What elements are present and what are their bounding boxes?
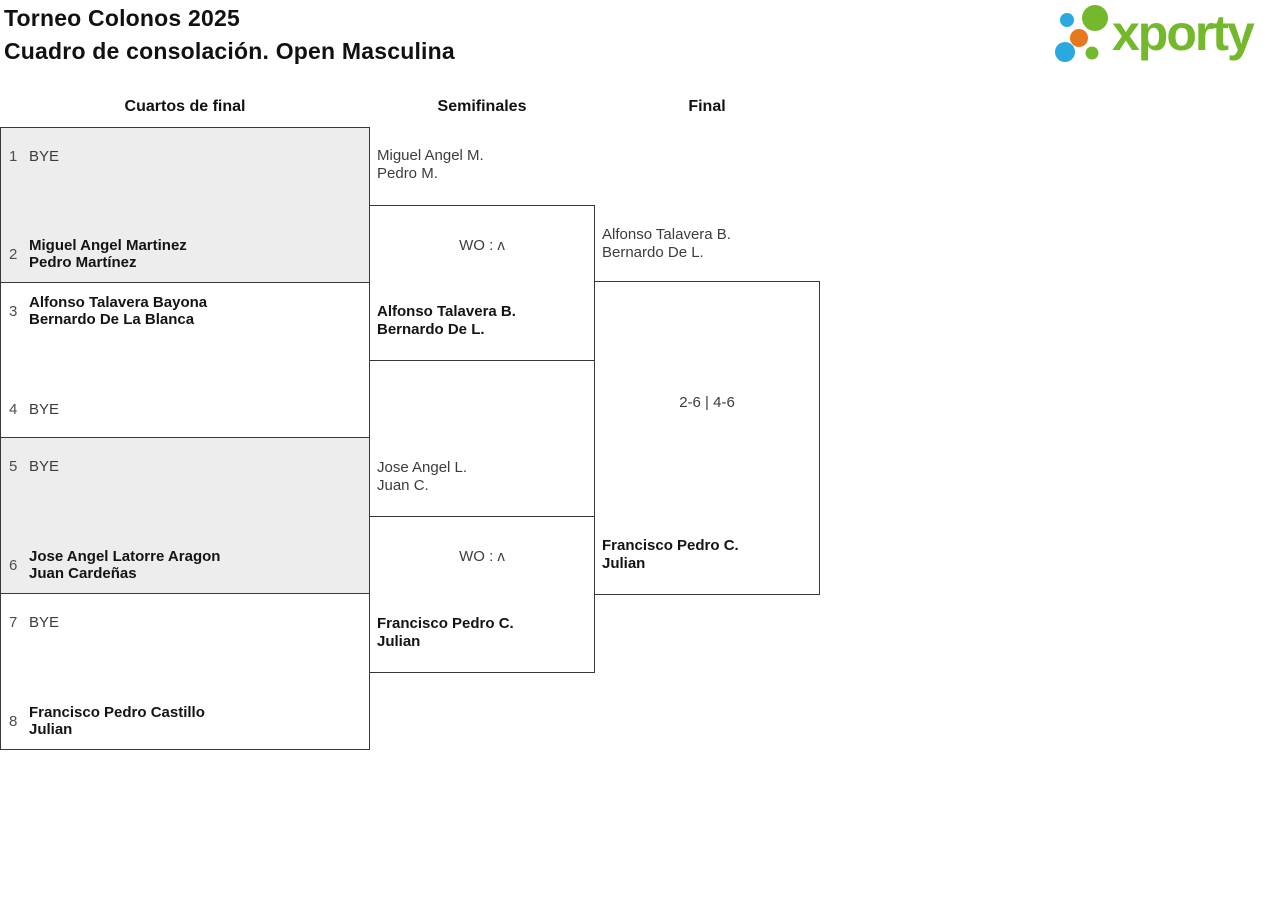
qf1-team2-slot: 2 Miguel Angel Martinez Pedro Martínez: [1, 228, 369, 280]
seed-number: 3: [9, 302, 18, 320]
match-score: WO : ʌ: [459, 548, 505, 565]
qf-match-2: 3 Alfonso Talavera Bayona Bernardo De La…: [0, 282, 370, 438]
qf2-team1-slot: 3 Alfonso Talavera Bayona Bernardo De La…: [1, 285, 369, 337]
qf1-team1-slot: 1 BYE: [1, 130, 369, 182]
qf2-team2-slot: 4 BYE: [1, 383, 369, 435]
match-score: WO : ʌ: [459, 237, 505, 254]
seed-number: 4: [9, 400, 18, 418]
team-name-bye: BYE: [29, 457, 60, 475]
team-name-bye: BYE: [29, 400, 60, 418]
seed-number: 5: [9, 457, 18, 475]
seed-number: 2: [9, 245, 18, 263]
final-score: 2-6 | 4-6: [679, 394, 735, 411]
page-titles: Torneo Colonos 2025 Cuadro de consolació…: [4, 2, 455, 68]
qf3-team1-slot: 5 BYE: [1, 440, 369, 492]
qf-match-3: 5 BYE 6 Jose Angel Latorre Aragon Juan C…: [0, 437, 370, 594]
xporty-logo-text: xporty: [1112, 5, 1255, 61]
team-name: Alfonso Talavera Bayona Bernardo De La B…: [29, 294, 208, 328]
sf-match-2: WO : ʌ Francisco Pedro C. Julian: [369, 516, 595, 673]
team-name: Miguel Angel Martinez Pedro Martínez: [29, 237, 187, 271]
sf2-winner-team: Francisco Pedro C. Julian: [377, 615, 514, 650]
round-header-quarterfinals: Cuartos de final: [124, 98, 246, 115]
xporty-logo[interactable]: xporty: [1048, 2, 1255, 68]
final-match: 2-6 | 4-6 Francisco Pedro C. Julian: [594, 281, 820, 595]
sf-match-1: WO : ʌ Alfonso Talavera B. Bernardo De L…: [369, 205, 595, 361]
qf4-team1-slot: 7 BYE: [1, 596, 369, 648]
final-winner-team: Francisco Pedro C. Julian: [602, 537, 739, 572]
sf1-winner-team: Alfonso Talavera B. Bernardo De L.: [377, 303, 516, 338]
final-advancing-team-top: Alfonso Talavera B. Bernardo De L.: [602, 226, 731, 261]
team-name-bye: BYE: [29, 613, 60, 631]
page-title: Torneo Colonos 2025: [4, 5, 240, 31]
round-header-final: Final: [688, 98, 726, 115]
qf-match-1: 1 BYE 2 Miguel Angel Martinez Pedro Mart…: [0, 127, 370, 283]
seed-number: 8: [9, 712, 18, 730]
sf1-advancing-team-top: Miguel Angel M. Pedro M.: [377, 147, 484, 182]
qf-match-4: 7 BYE 8 Francisco Pedro Castillo Julian: [0, 593, 370, 750]
qf3-team2-slot: 6 Jose Angel Latorre Aragon Juan Cardeña…: [1, 539, 369, 591]
team-name-bye: BYE: [29, 147, 60, 165]
round-header-semifinals: Semifinales: [437, 98, 527, 115]
sf2-advancing-team-top: Jose Angel L. Juan C.: [377, 459, 468, 494]
team-name: Jose Angel Latorre Aragon Juan Cardeñas: [29, 548, 221, 582]
xporty-logo-dots-icon: [1055, 5, 1108, 62]
page-subtitle: Cuadro de consolación. Open Masculina: [4, 38, 455, 64]
qf4-team2-slot: 8 Francisco Pedro Castillo Julian: [1, 695, 369, 747]
seed-number: 7: [9, 613, 18, 631]
seed-number: 6: [9, 556, 18, 574]
team-name: Francisco Pedro Castillo Julian: [29, 704, 205, 738]
seed-number: 1: [9, 147, 18, 165]
